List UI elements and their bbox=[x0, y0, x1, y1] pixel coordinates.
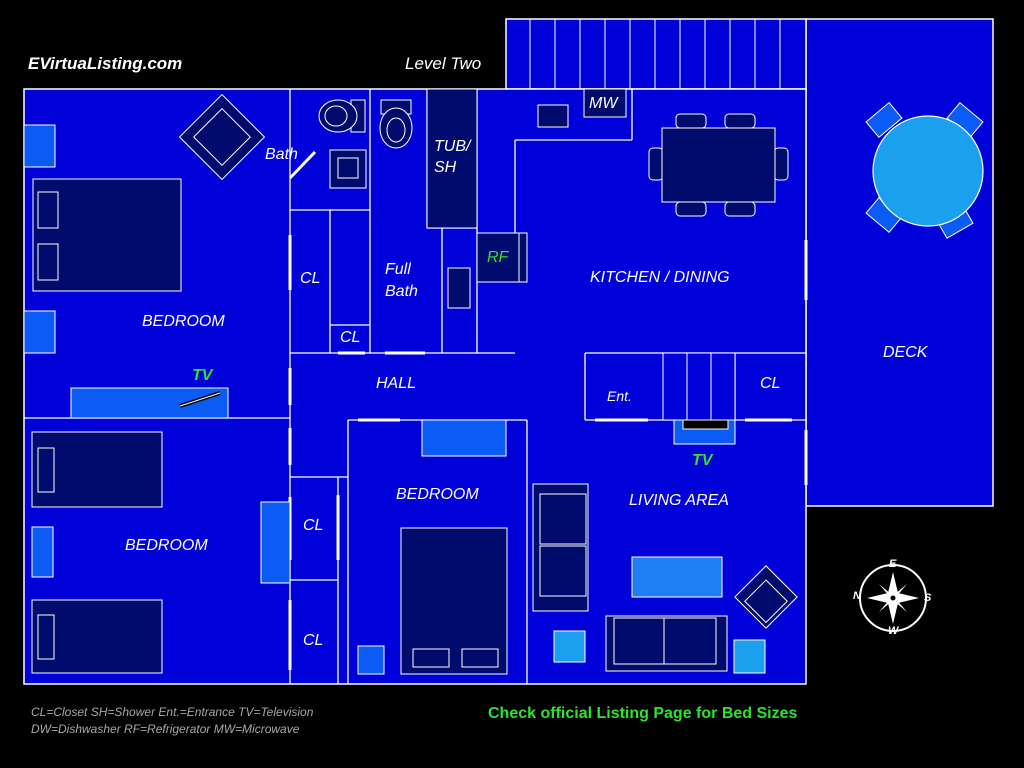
closet-label: CL bbox=[760, 375, 781, 392]
room-label-bedroom: BEDROOM bbox=[142, 313, 225, 330]
room-label-hall: HALL bbox=[376, 375, 417, 392]
compass-west: W bbox=[888, 625, 899, 637]
microwave-label: MW bbox=[589, 95, 618, 112]
pillow bbox=[412, 648, 450, 668]
armchair bbox=[734, 565, 798, 629]
room-label-bath: Bath bbox=[265, 146, 298, 163]
toilet bbox=[379, 99, 413, 149]
vanity bbox=[447, 267, 471, 309]
room-label-deck: DECK bbox=[883, 344, 928, 361]
tv-label: TV bbox=[192, 367, 213, 384]
microwave bbox=[583, 88, 627, 118]
nightstand bbox=[23, 124, 56, 168]
legend-line: CL=Closet SH=Shower Ent.=Entrance TV=Tel… bbox=[31, 705, 314, 719]
level-title: Level Two bbox=[405, 54, 482, 73]
room-label-bedroom: BEDROOM bbox=[396, 486, 479, 503]
appliance bbox=[537, 104, 569, 128]
nightstand bbox=[357, 645, 385, 675]
closet-label: CL bbox=[300, 270, 321, 287]
doors bbox=[288, 150, 808, 670]
bed-size-note: Check official Listing Page for Bed Size… bbox=[488, 705, 798, 722]
stairs-area bbox=[505, 18, 807, 90]
legend-line: DW=Dishwasher RF=Refrigerator MW=Microwa… bbox=[31, 722, 300, 736]
room-label-living-area: LIVING AREA bbox=[629, 492, 729, 509]
armchair bbox=[178, 93, 266, 181]
room-label-entrance: Ent. bbox=[607, 388, 632, 404]
pillow bbox=[37, 191, 59, 229]
compass-rose bbox=[859, 564, 927, 632]
compass-south: S bbox=[924, 592, 932, 604]
room-label-tub-shower: SH bbox=[434, 159, 457, 176]
closet-label: CL bbox=[340, 329, 361, 346]
closet-label: CL bbox=[303, 517, 324, 534]
dresser bbox=[260, 501, 291, 584]
dresser bbox=[70, 387, 229, 419]
pillow bbox=[37, 447, 55, 493]
pillow bbox=[461, 648, 499, 668]
side-table bbox=[553, 630, 586, 663]
coffee-table bbox=[631, 556, 723, 598]
compass-north: N bbox=[853, 590, 861, 602]
deck-area bbox=[805, 18, 994, 507]
dining-table bbox=[648, 113, 789, 217]
closet-label: CL bbox=[303, 632, 324, 649]
patio-table bbox=[865, 101, 984, 239]
room-label-bedroom: BEDROOM bbox=[125, 537, 208, 554]
nightstand bbox=[31, 526, 54, 578]
refrigerator-label: RF bbox=[487, 249, 509, 266]
brand-logo-text: EVirtuaListing.com bbox=[28, 54, 183, 73]
room-label-full-bath: Bath bbox=[385, 283, 418, 300]
nightstand bbox=[23, 310, 56, 354]
room-label-full-bath: Full bbox=[385, 261, 411, 278]
side-table bbox=[733, 639, 766, 674]
stair-treads bbox=[529, 19, 781, 89]
pillow bbox=[37, 243, 59, 281]
room-label-tub-shower: TUB/ bbox=[434, 138, 471, 155]
bathtub bbox=[426, 88, 478, 229]
headboard-window bbox=[421, 419, 507, 457]
pillow bbox=[37, 614, 55, 660]
tv-label: TV bbox=[692, 452, 713, 469]
room-label-kitchen-dining: KITCHEN / DINING bbox=[590, 269, 730, 286]
toilet bbox=[318, 99, 366, 133]
compass-east: E bbox=[889, 558, 897, 570]
